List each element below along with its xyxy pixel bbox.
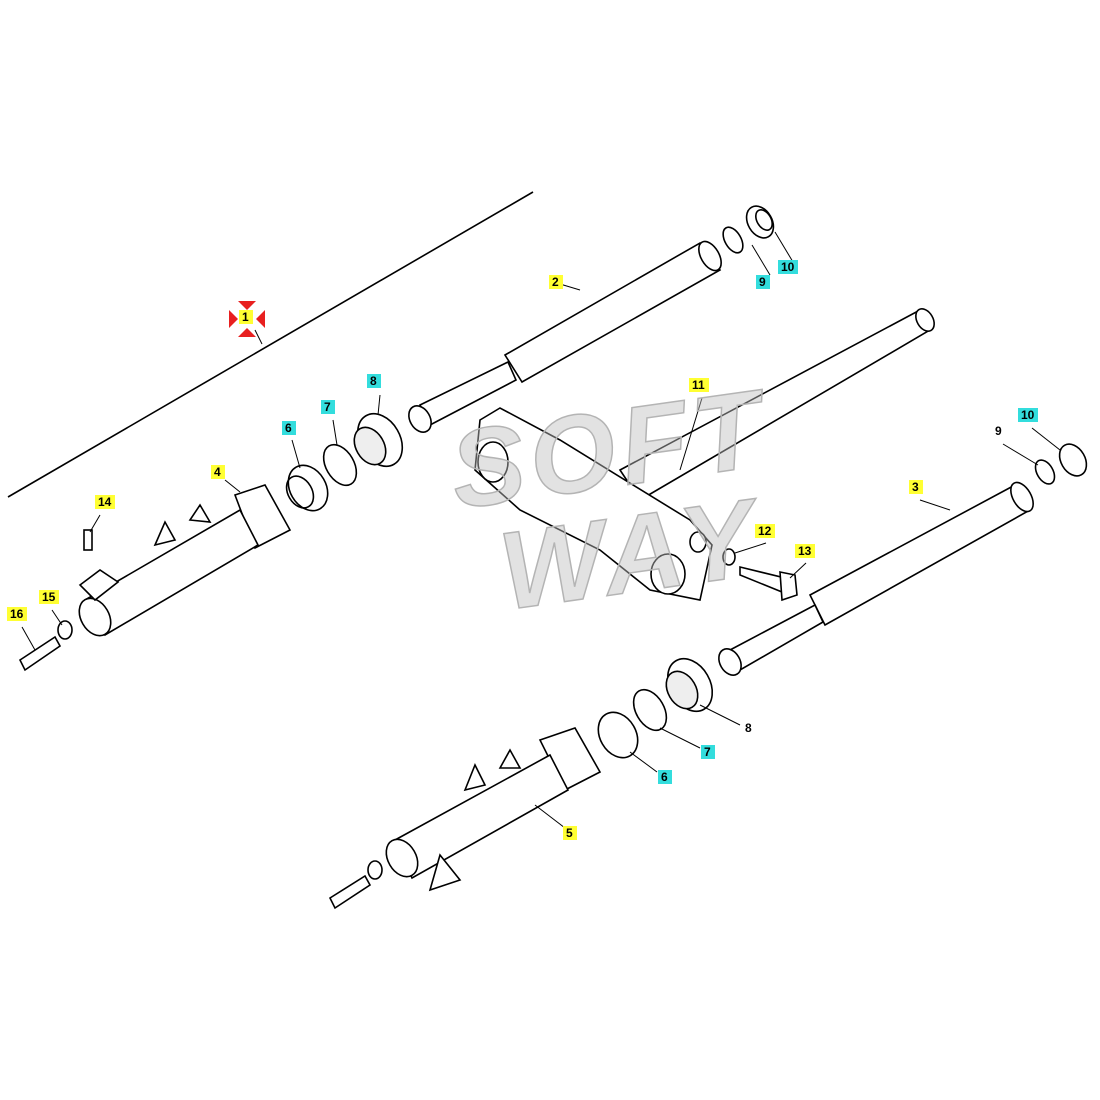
triple-clamp-stem xyxy=(474,308,935,601)
fork-slider-left xyxy=(78,484,292,637)
callout-14[interactable]: 14 xyxy=(95,495,116,509)
callout-7-lower[interactable]: 7 xyxy=(701,745,715,759)
callout-6-lower[interactable]: 6 xyxy=(658,770,672,784)
callout-6-upper[interactable]: 6 xyxy=(282,421,296,435)
callout-3[interactable]: 3 xyxy=(909,480,923,494)
callout-12[interactable]: 12 xyxy=(755,524,776,538)
callout-11[interactable]: 11 xyxy=(689,378,709,392)
callout-10-upper[interactable]: 10 xyxy=(778,260,799,274)
stanchion-tube-upper xyxy=(408,240,722,433)
callout-15[interactable]: 15 xyxy=(39,590,60,604)
callout-8-lower[interactable]: 8 xyxy=(745,721,752,735)
callout-9-upper[interactable]: 9 xyxy=(756,275,770,289)
callout-2[interactable]: 2 xyxy=(549,275,563,289)
callout-4[interactable]: 4 xyxy=(211,465,225,479)
callout-9-lower[interactable]: 9 xyxy=(995,424,1002,438)
fork-slider-right xyxy=(385,727,602,892)
callout-7-upper[interactable]: 7 xyxy=(321,400,335,414)
stanchion-tube-lower xyxy=(718,481,1034,676)
callout-8-upper[interactable]: 8 xyxy=(367,374,381,388)
fork-assembly-line xyxy=(7,191,534,498)
callout-10-lower[interactable]: 10 xyxy=(1018,408,1039,422)
callout-13[interactable]: 13 xyxy=(795,544,816,558)
callout-16[interactable]: 16 xyxy=(7,607,28,621)
callout-1[interactable]: 1 xyxy=(239,310,253,324)
callout-5[interactable]: 5 xyxy=(563,826,577,840)
selected-part-marker-icon xyxy=(229,301,265,337)
